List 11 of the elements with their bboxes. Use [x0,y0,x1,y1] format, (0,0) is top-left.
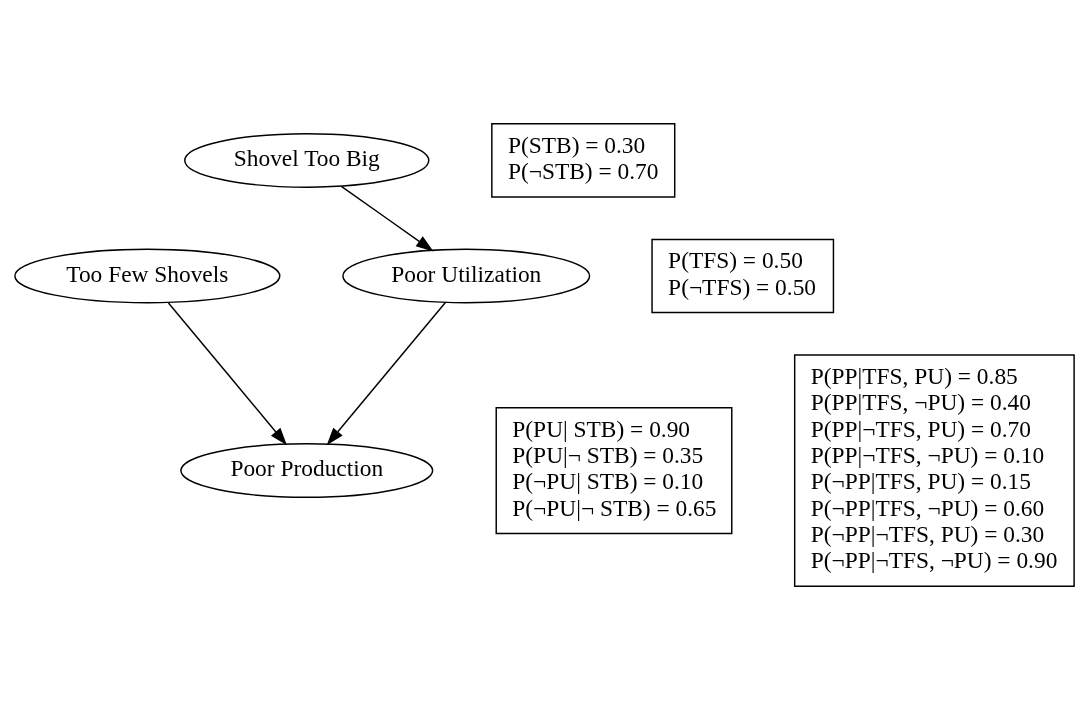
node-ellipse: Poor Production [180,442,434,498]
arrow [340,185,434,251]
arrow [326,301,447,445]
node-ellipse: Poor Utilization [342,248,591,303]
node-ellipse: Shovel Too Big [184,132,430,188]
node-box: P(PP|TFS, PU) = 0.85 P(PP|TFS, ¬PU) = 0.40 P(PP|¬TFS, PU) = 0.70 P(PP|¬TFS, ¬PU) = 0.10 P(¬PP|TFS, PU) = 0.15 P(¬PP|TFS, ¬PU) = 0.60 P(¬PP|¬TFS, PU) = 0.30 P(¬PP|¬TFS, ¬PU) = 0.90 [793,353,1075,587]
node-ellipse: Too Few Shovels [14,248,281,303]
node-box: P(PU| STB) = 0.90 P(PU|¬ STB) = 0.35 P(¬PU| STB) = 0.10 P(¬PU|¬ STB) = 0.65 [495,406,733,534]
node-box: P(STB) = 0.30 P(¬STB) = 0.70 [491,122,676,198]
arrow [167,301,287,445]
node-box: P(TFS) = 0.50 P(¬TFS) = 0.50 [651,238,835,313]
